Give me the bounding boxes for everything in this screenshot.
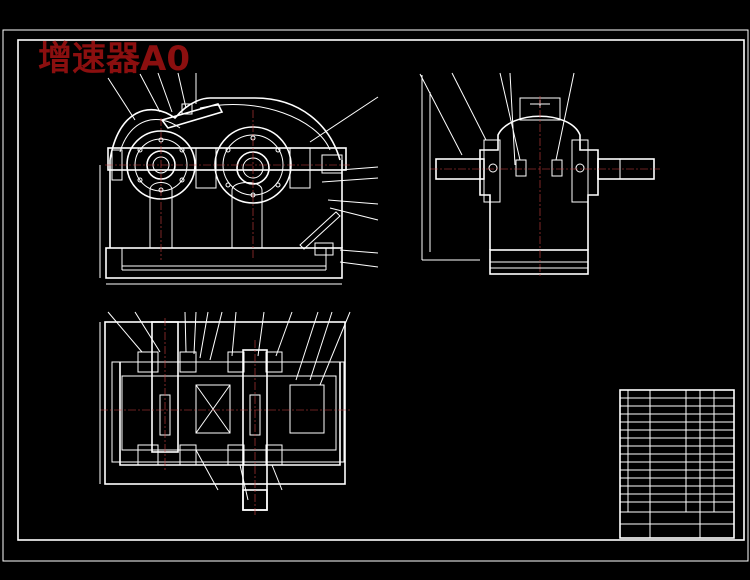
outer-border	[2, 29, 749, 562]
top-view	[99, 311, 351, 515]
side-view	[419, 72, 660, 278]
front-view	[99, 72, 379, 285]
inner-frame	[17, 39, 745, 541]
drawing-title: 增速器A0	[38, 39, 190, 79]
title-block	[619, 389, 735, 539]
